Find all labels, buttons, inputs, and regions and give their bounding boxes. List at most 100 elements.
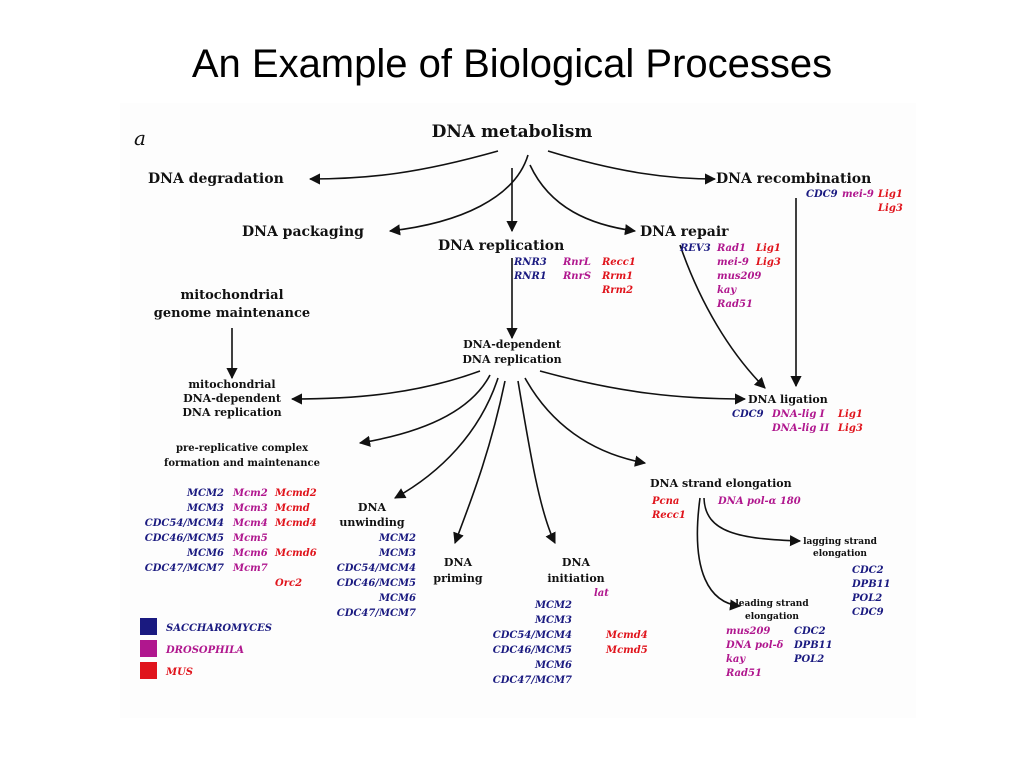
node-dna-replication: DNA replication [438,238,564,254]
node-mito-dd-2: DNA-dependent [183,392,282,405]
gene: MCM3 [186,503,224,514]
node-priming-2: priming [433,572,482,585]
gene: Rad1 [716,243,746,254]
gene: MCM6 [534,660,572,671]
edge-elong-lagging [703,497,802,547]
node-dna-repair: DNA repair [640,224,729,240]
gene: MCM2 [534,600,572,611]
genes-unwinding: MCM2 MCM3 CDC54/MCM4 CDC46/MCM5 MCM6 CDC… [337,533,416,619]
gene: MCM2 [378,533,416,544]
edge-metab-degradation [308,150,499,185]
gene: kay [726,654,746,665]
genes-leading: mus209 DNA pol-δ kay Rad51 CDC2 DPB11 PO… [725,626,833,679]
legend-label-drosophila: DROSOPHILA [165,645,244,656]
gene: Mcm5 [232,533,268,544]
node-strand-elongation: DNA strand elongation [650,477,792,490]
gene: DPB11 [851,579,891,590]
gene: Lig1 [755,243,781,254]
gene: CDC9 [806,189,838,200]
edge-repair-ligation [679,244,766,389]
gene: DPB11 [793,640,833,651]
genes-lagging: CDC2 DPB11 POL2 CDC9 [851,565,891,618]
node-dd-replication-1: DNA-dependent [463,338,562,351]
gene: DNA-lig II [771,423,829,434]
node-initiation-2: initiation [547,572,604,585]
legend-swatch-saccharomyces [140,618,157,635]
gene: Lig1 [837,409,863,420]
edges [226,150,802,611]
gene: kay [717,285,737,296]
node-dna-recombination: DNA recombination [716,171,871,187]
node-dna-ligation: DNA ligation [748,393,828,406]
genes-recombination: CDC9 mei-9 Lig1 Lig3 [806,189,903,214]
gene: REV3 [679,243,711,254]
gene: CDC47/MCM7 [337,608,416,619]
gene: Mcm6 [232,548,268,559]
slide-title: An Example of Biological Processes [191,42,833,86]
gene: CDC47/MCM7 [145,563,224,574]
gene: CDC9 [732,409,764,420]
gene: MCM6 [186,548,224,559]
gene: CDC47/MCM7 [493,675,572,686]
gene: DNA-lig I [771,409,825,420]
genes-replication: RNR3 RNR1 RnrL RnrS Recc1 Rrm1 Rrm2 [513,257,636,296]
gene: Rad51 [725,668,762,679]
gene: CDC46/MCM5 [145,533,224,544]
go-process-diagram: a DNA metabolism DNA degradation DNA rec… [134,122,903,686]
node-dd-replication-2: DNA replication [462,353,561,366]
edge-ddrep-initiation [517,380,556,545]
legend-label-mus: MUS [165,667,193,678]
gene: CDC2 [794,626,826,637]
edge-metab-recombination [547,150,717,185]
gene: Mcmd6 [274,548,317,559]
nodes: DNA metabolism DNA degradation DNA recom… [148,122,878,622]
genes-prerep: MCM2 MCM3 CDC54/MCM4 CDC46/MCM5 MCM6 CDC… [145,488,317,589]
node-priming-1: DNA [444,556,473,569]
legend-swatch-mus [140,662,157,679]
gene: Orc2 [275,578,302,589]
node-leading-2: elongation [745,612,799,622]
genes-initiation: lat MCM2 MCM3 CDC54/MCM4 CDC46/MCM5 MCM6… [493,588,648,686]
gene: DNA pol-α 180 [717,496,801,507]
gene: Lig3 [837,423,863,434]
gene: Mcmd4 [274,518,317,529]
node-prerep-1: pre-replicative complex [176,443,309,454]
gene: CDC9 [852,607,884,618]
gene: RnrS [562,271,591,282]
gene: Recc1 [651,510,686,521]
gene: POL2 [793,654,824,665]
gene: RNR1 [513,271,547,282]
legend-swatch-drosophila [140,640,157,657]
gene: MCM6 [378,593,416,604]
node-initiation-1: DNA [562,556,591,569]
genes-repair: REV3 Rad1 mei-9 mus209 kay Rad51 Lig1 Li… [679,243,781,310]
gene: RnrL [562,257,591,268]
node-mito-dd-1: mitochondrial [188,378,275,391]
gene: Recc1 [601,257,636,268]
panel-label: a [134,126,146,150]
gene: CDC54/MCM4 [145,518,224,529]
edge-ddrep-elongation [524,377,647,467]
gene: mus209 [717,271,761,282]
edge-ddrep-prerep [358,374,491,447]
edge-ddrep-priming [453,380,506,545]
gene: Lig3 [755,257,781,268]
node-dna-packaging: DNA packaging [242,224,364,240]
gene: Mcmd2 [274,488,317,499]
edge-ddrep-ligation [539,370,747,405]
gene: Mcm3 [232,503,268,514]
gene: MCM2 [186,488,224,499]
gene: RNR3 [513,257,547,268]
genes-ligation: CDC9 DNA-lig I DNA-lig II Lig1 Lig3 [732,409,863,434]
gene: lat [594,588,609,599]
gene: Mcm2 [232,488,268,499]
gene: mus209 [726,626,770,637]
gene: Mcmd5 [605,645,648,656]
gene: Mcmd [274,503,310,514]
genes-strand-elongation: Pcna Recc1 DNA pol-α 180 [651,496,801,521]
node-mito-genome-1: mitochondrial [180,288,283,303]
edge-metab-repair [529,164,637,236]
edge-ddrep-unwinding [394,377,499,499]
gene: Mcm7 [232,563,268,574]
gene: MCM3 [378,548,416,559]
